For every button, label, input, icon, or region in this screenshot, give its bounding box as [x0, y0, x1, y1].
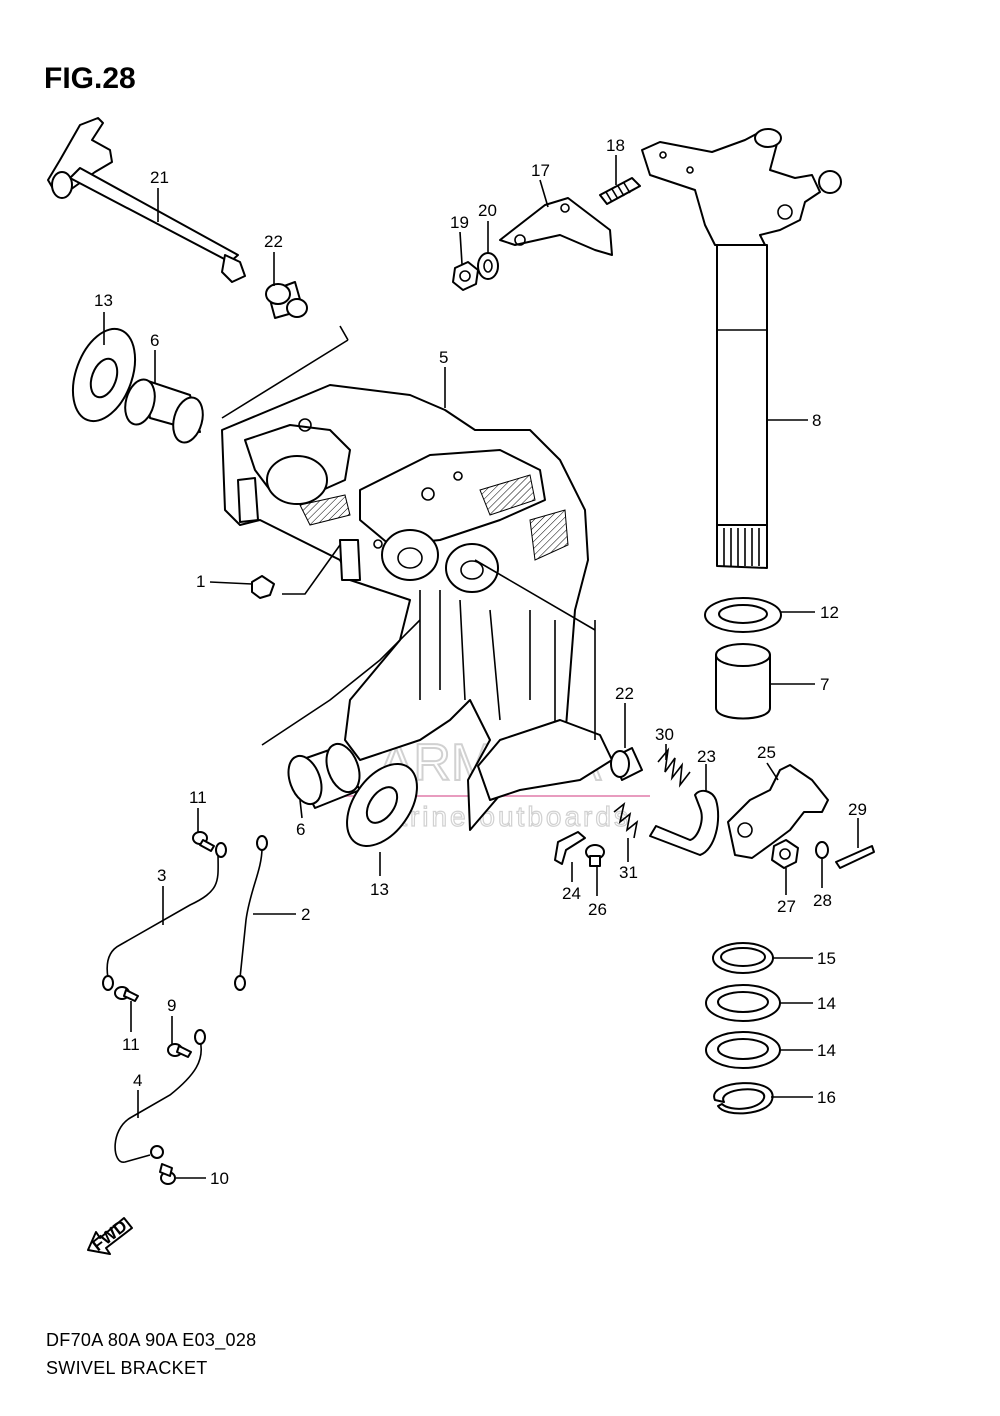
part-24-clip — [554, 831, 586, 865]
part-5-swivel-bracket — [221, 384, 613, 831]
part-2-ground-lead — [234, 835, 268, 991]
callout-17: 17 — [531, 161, 550, 180]
part-22-bushing-lower — [610, 747, 643, 781]
part-4-ground-lead — [114, 1029, 206, 1163]
part-13-washer-upper — [71, 327, 137, 423]
part-20-washer — [477, 252, 499, 280]
part-22-bushing-upper — [265, 281, 308, 319]
callout-leaders — [103, 155, 859, 1179]
part-27-nut — [771, 839, 799, 869]
callout-27: 27 — [777, 897, 796, 916]
callout-13: 13 — [94, 291, 113, 310]
part-11-bolt-upper — [192, 831, 215, 852]
callout-20: 20 — [478, 201, 497, 220]
part-9-bolt — [167, 1043, 192, 1058]
part-6-bushing-upper — [124, 378, 204, 444]
callout-15: 15 — [817, 949, 836, 968]
model-code: DF70A 80A 90A E03_028 — [46, 1330, 257, 1350]
part-10-bolt — [159, 1163, 176, 1185]
part-17-plate-bracket — [499, 197, 613, 256]
callout-18: 18 — [606, 136, 625, 155]
part-18-stud-bolt — [599, 177, 641, 205]
callout-31: 31 — [619, 863, 638, 882]
part-25-lock-lever — [727, 764, 829, 859]
part-14-washer-b — [705, 1031, 781, 1069]
part-6-bushing-lower — [287, 742, 361, 809]
callout-9: 9 — [167, 996, 176, 1015]
part-7-bushing — [715, 643, 771, 720]
callout-25: 25 — [757, 743, 776, 762]
part-14-washer-a — [705, 984, 781, 1022]
figure-title: FIG.28 — [44, 62, 136, 95]
callout-22: 22 — [615, 684, 634, 703]
callout-13: 13 — [370, 880, 389, 899]
callout-6: 6 — [296, 820, 305, 839]
part-23-tilt-lock-pin — [649, 789, 720, 856]
part-11-bolt-lower — [114, 986, 139, 1002]
callout-6: 6 — [150, 331, 159, 350]
callout-11: 11 — [189, 788, 207, 807]
callout-4: 4 — [133, 1071, 142, 1090]
part-19-nut — [452, 261, 479, 291]
callout-14: 14 — [817, 994, 836, 1013]
callout-30: 30 — [655, 725, 674, 744]
callout-3: 3 — [157, 866, 166, 885]
part-30-spring — [657, 747, 691, 788]
part-31-spring — [613, 801, 639, 839]
part-29-cotter-pin — [835, 845, 875, 869]
part-3-ground-lead — [102, 842, 227, 991]
callout-2: 2 — [301, 905, 310, 924]
callout-19: 19 — [450, 213, 469, 232]
callout-24: 24 — [562, 884, 581, 903]
callout-5: 5 — [439, 348, 448, 367]
callout-28: 28 — [813, 891, 832, 910]
callout-23: 23 — [697, 747, 716, 766]
callout-12: 12 — [820, 603, 839, 622]
part-28-washer — [815, 841, 829, 859]
callout-21: 21 — [150, 168, 169, 187]
fwd-arrow-icon: FWD — [87, 1216, 133, 1255]
callout-16: 16 — [817, 1088, 836, 1107]
callout-labels: 21 22 13 6 5 19 20 17 18 8 1 12 7 22 30 … — [94, 136, 867, 1188]
figure-name: SWIVEL BRACKET — [46, 1358, 208, 1378]
part-26-bolt — [585, 844, 605, 867]
callout-11: 11 — [122, 1035, 140, 1054]
part-8-steering-shaft — [641, 128, 842, 569]
callout-22: 22 — [264, 232, 283, 251]
part-21-tilt-shaft — [47, 117, 246, 283]
part-16-circlip — [713, 1082, 774, 1115]
callout-7: 7 — [820, 675, 829, 694]
assembly-leader-lines — [221, 325, 596, 746]
part-13-washer-lower — [346, 763, 418, 847]
part-1-grease-nipple — [251, 575, 275, 599]
callout-14: 14 — [817, 1041, 836, 1060]
callout-29: 29 — [848, 800, 867, 819]
callout-26: 26 — [588, 900, 607, 919]
part-12-washer — [704, 597, 782, 633]
callout-1: 1 — [196, 572, 205, 591]
callout-8: 8 — [812, 411, 821, 430]
part-15-washer — [712, 942, 774, 974]
callout-10: 10 — [210, 1169, 229, 1188]
